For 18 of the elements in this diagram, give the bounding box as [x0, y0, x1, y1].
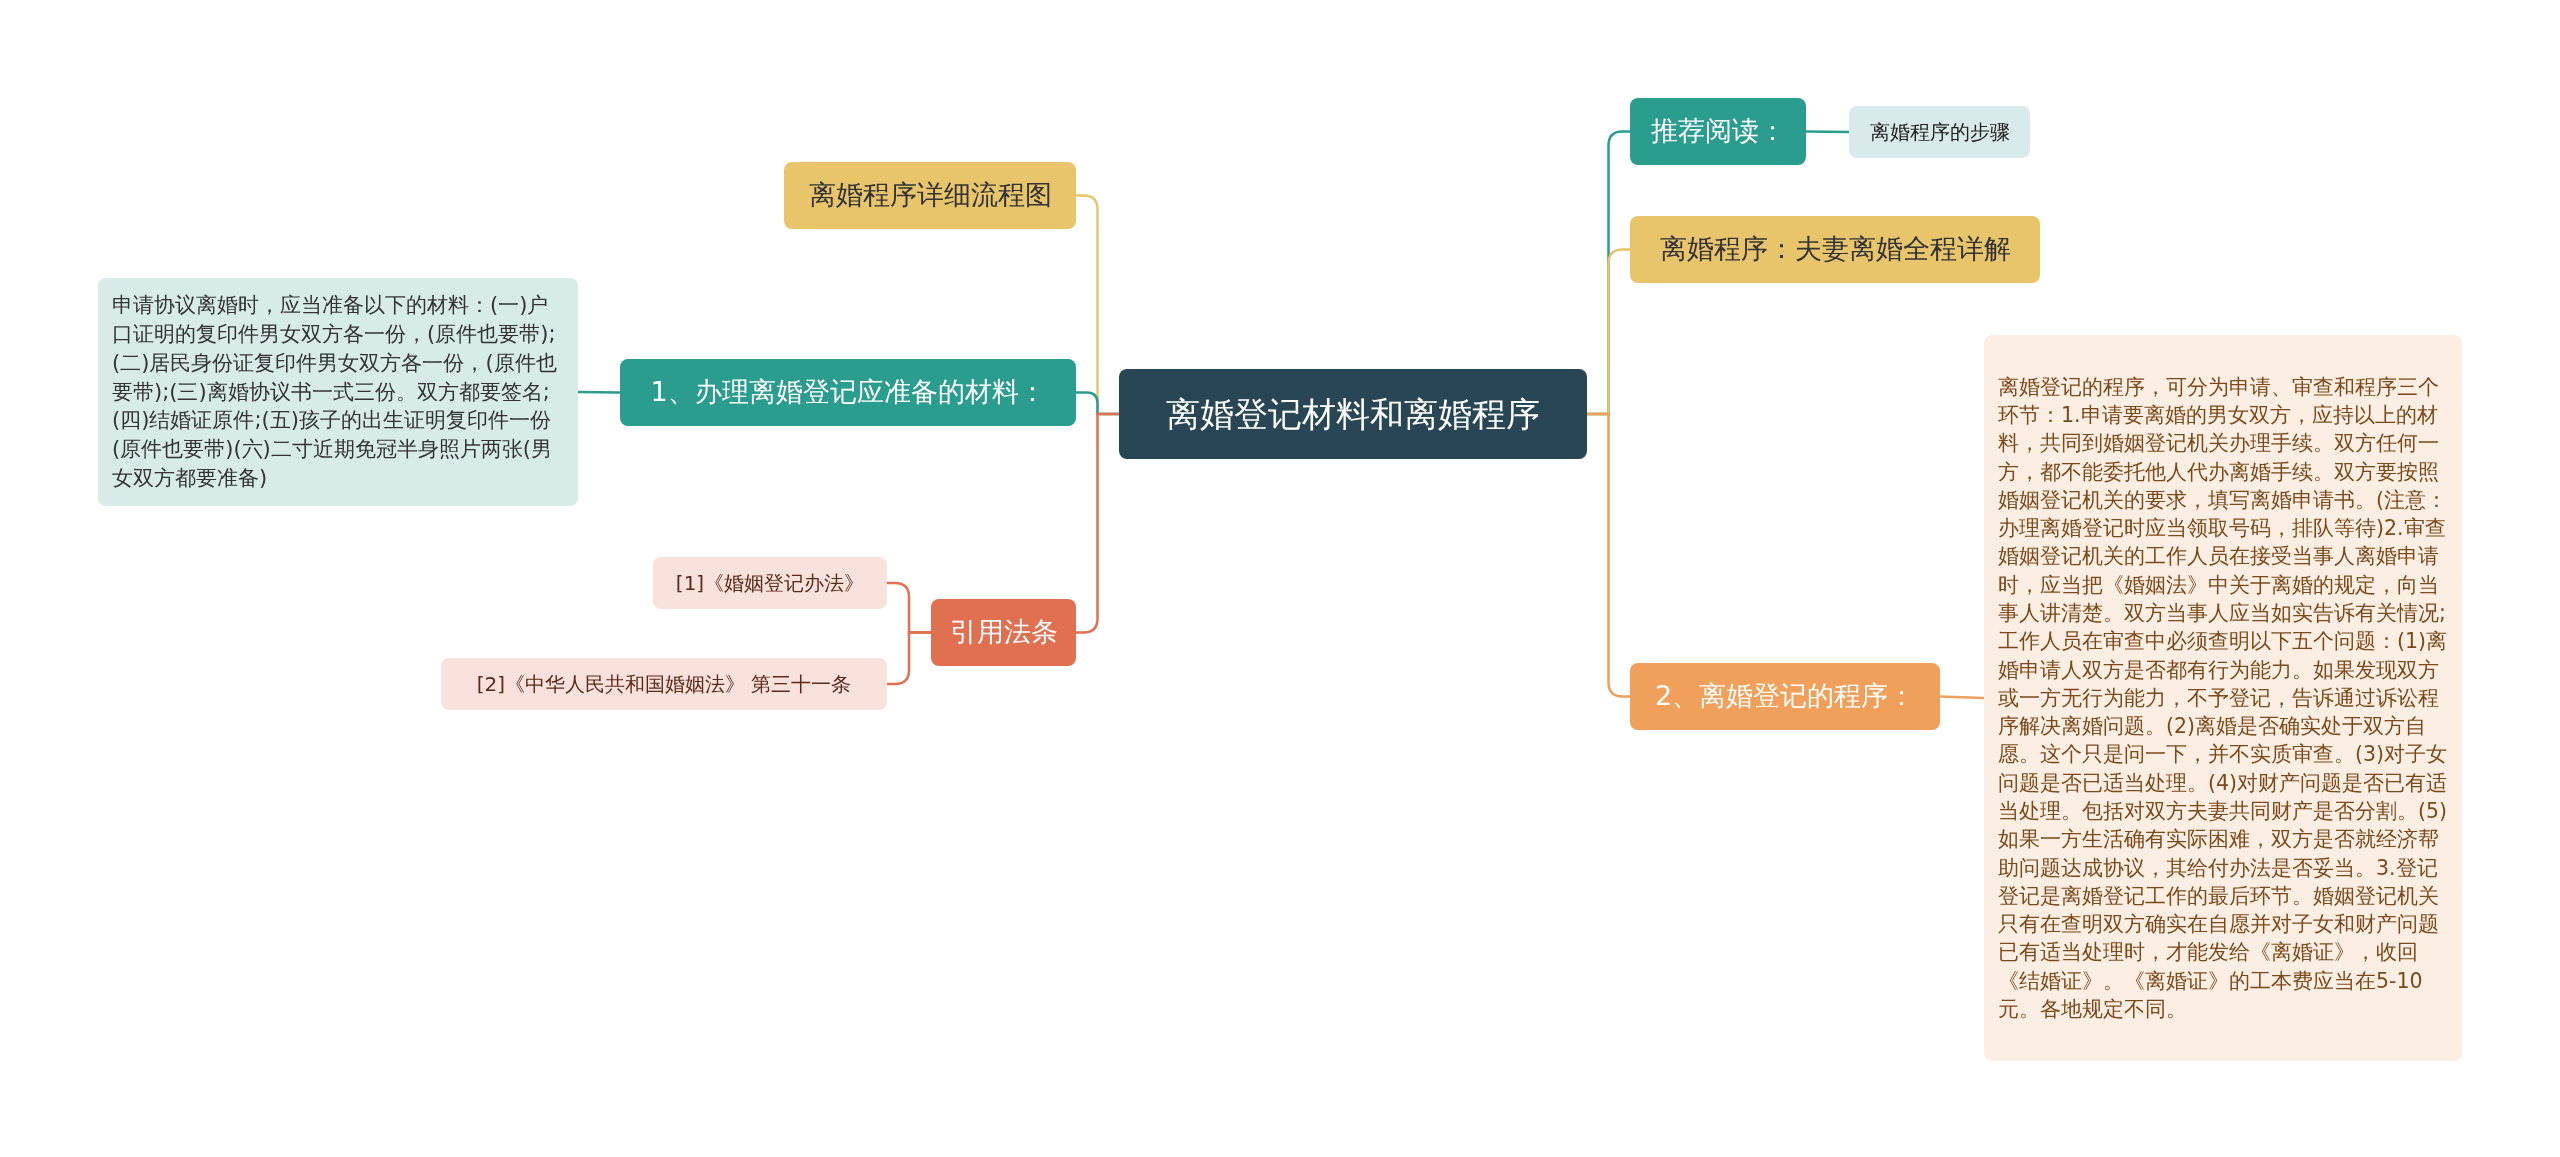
- topic-box: 离婚程序：夫妻离婚全程详解: [1630, 216, 2040, 283]
- topic-box: 2、离婚登记的程序：: [1630, 663, 1940, 730]
- connector-line: [887, 631, 931, 686]
- connector-line: [1076, 412, 1119, 634]
- topic-box: 离婚程序详细流程图: [784, 162, 1076, 229]
- topic-box: 引用法条: [931, 599, 1076, 666]
- subtopic-box: 离婚程序的步骤: [1849, 106, 2030, 158]
- note-card: 申请协议离婚时，应当准备以下的材料：(一)户口证明的复印件男女双方各一份，(原件也要带);(二)居民身份证复印件男女双方各一份，(原件也要带);(三)离婚协议书一式三份。双方都要签名;(四)结婚证原件;(五)孩子的出生证明复印件一份(原件也要带)(六)二寸近期免冠半身照片两张(男女双方都要准备): [98, 278, 578, 506]
- connector-line: [578, 390, 620, 394]
- note-card: 离婚登记的程序，可分为申请、审查和程序三个环节：1.申请要离婚的男女双方，应持以上的材料，共同到婚姻登记机关办理手续。双方任何一方，都不能委托他人代办离婚手续。双方要按照婚姻登记机关的要求，填写离婚申请书。(注意：办理离婚登记时应当领取号码，排队等待)2.审查婚姻登记机关的工作人员在接受当事人离婚申请时，应当把《婚姻法》中关于离婚的规定，向当事人讲清楚。双方当事人应当如实告诉有关情况;工作人员在审查中必须查明以下五个问题：(1)离婚申请人双方是否都有行为能力。如果发现双方或一方无行为能力，不予登记，告诉通过诉讼程序解决离婚问题。(2)离婚是否确实处于双方自愿。这个只是问一下，并不实质审查。(3)对子女问题是否已适当处理。(4)对财产问题是否已有适当处理。包括对双方夫妻共同财产是否分割。(5)如果一方生活确有实际困难，双方是否就经济帮助问题达成协议，其给付办法是否妥当。3.登记登记是离婚登记工作的最后环节。婚姻登记机关只有在查明双方确实在自愿并对子女和财产问题已有适当处理时，才能发给《离婚证》，收回《结婚证》。《离婚证》的工本费应当在5-10元。各地规定不同。: [1984, 335, 2462, 1061]
- connector-line: [1939, 695, 1985, 700]
- topic-box: 推荐阅读：: [1630, 98, 1806, 165]
- connector-line: [1587, 412, 1630, 698]
- connector-line: [1806, 130, 1849, 134]
- central-topic: 离婚登记材料和离婚程序: [1119, 369, 1587, 459]
- subtopic-box: [2]《中华人民共和国婚姻法》 第三十一条: [441, 658, 887, 710]
- subtopic-box: [1]《婚姻登记办法》: [653, 557, 887, 609]
- topic-box: 1、办理离婚登记应准备的材料：: [620, 359, 1076, 426]
